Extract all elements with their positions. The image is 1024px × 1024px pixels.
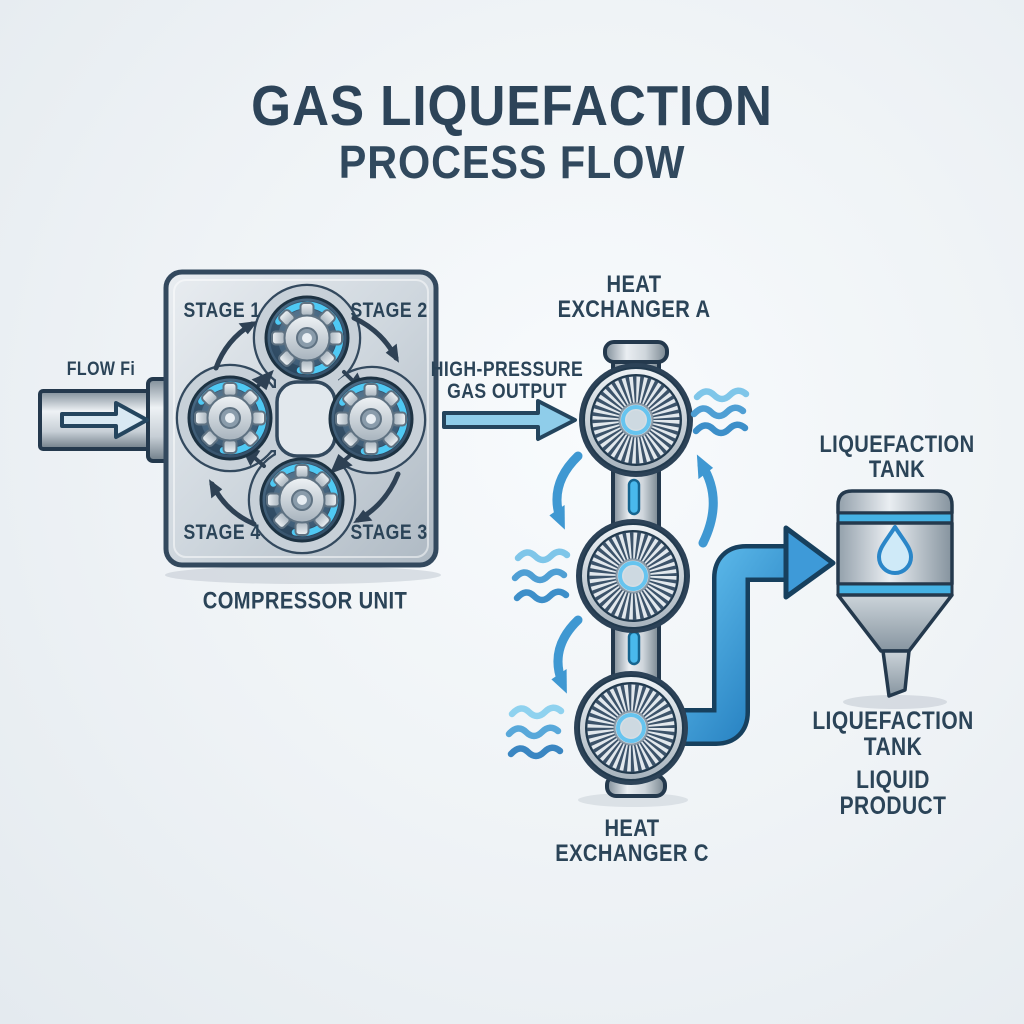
heat-exchanger-c-line2: EXCHANGER C — [555, 840, 709, 867]
product-label-line2: TANK — [863, 733, 923, 761]
product-label-line1: LIQUEFACTION — [812, 706, 974, 735]
compressor-unit — [163, 269, 439, 568]
product-label-line3: LIQUID — [856, 765, 930, 794]
inlet-flow-label: FLOW Fi — [66, 359, 136, 381]
liquid-pipe — [682, 525, 836, 746]
tank-label-line2: TANK — [868, 456, 926, 483]
output-arrow-icon — [442, 399, 577, 441]
heat-exchanger-c-line1: HEAT — [604, 814, 660, 842]
heat-exchanger-fan-icon — [579, 363, 693, 477]
output-label-line2: GAS OUTPUT — [447, 380, 567, 403]
product-label-top: LIQUEFACTION TANK — [812, 706, 974, 761]
stage-4-label: STAGE 4 — [183, 520, 261, 544]
cycle-arrowheads — [209, 321, 399, 523]
output-label: HIGH-PRESSURE GAS OUTPUT — [430, 357, 584, 403]
product-label-bottom: LIQUID PRODUCT — [839, 765, 947, 820]
heat-wave-icon — [505, 704, 565, 760]
inlet-pipe — [38, 377, 174, 463]
flow-curve-arrowheads — [549, 454, 714, 694]
heat-exchanger-fan-icon — [574, 671, 688, 785]
tank-label-line1: LIQUEFACTION — [819, 430, 975, 458]
heat-exchanger-a-line1: HEAT — [606, 270, 662, 298]
heat-exchanger-fan-icon — [576, 519, 690, 633]
tank-label: LIQUEFACTION TANK — [819, 430, 975, 483]
stage-3-label: STAGE 3 — [350, 520, 428, 544]
liquefaction-tank — [836, 489, 954, 698]
page-title-line2: PROCESS FLOW — [338, 136, 686, 188]
heat-wave-icon — [690, 387, 750, 437]
pipe-arrowhead-icon — [783, 525, 836, 600]
heat-exchanger-a-line2: EXCHANGER A — [557, 296, 711, 323]
heat-exchanger-a-label: HEAT EXCHANGER A — [557, 270, 711, 323]
heat-wave-icon — [511, 548, 571, 604]
heat-exchanger-c-label: HEAT EXCHANGER C — [555, 814, 709, 867]
stage-2-label: STAGE 2 — [350, 298, 428, 322]
droplet-icon — [877, 525, 913, 575]
flow-arrow-icon — [60, 401, 149, 439]
stage-1-label: STAGE 1 — [183, 298, 261, 322]
page-title-line1: GAS LIQUEFACTION — [251, 74, 773, 138]
output-label-line1: HIGH-PRESSURE — [430, 357, 584, 381]
product-label-line4: PRODUCT — [839, 792, 947, 820]
compressor-unit-label: COMPRESSOR UNIT — [202, 587, 408, 615]
